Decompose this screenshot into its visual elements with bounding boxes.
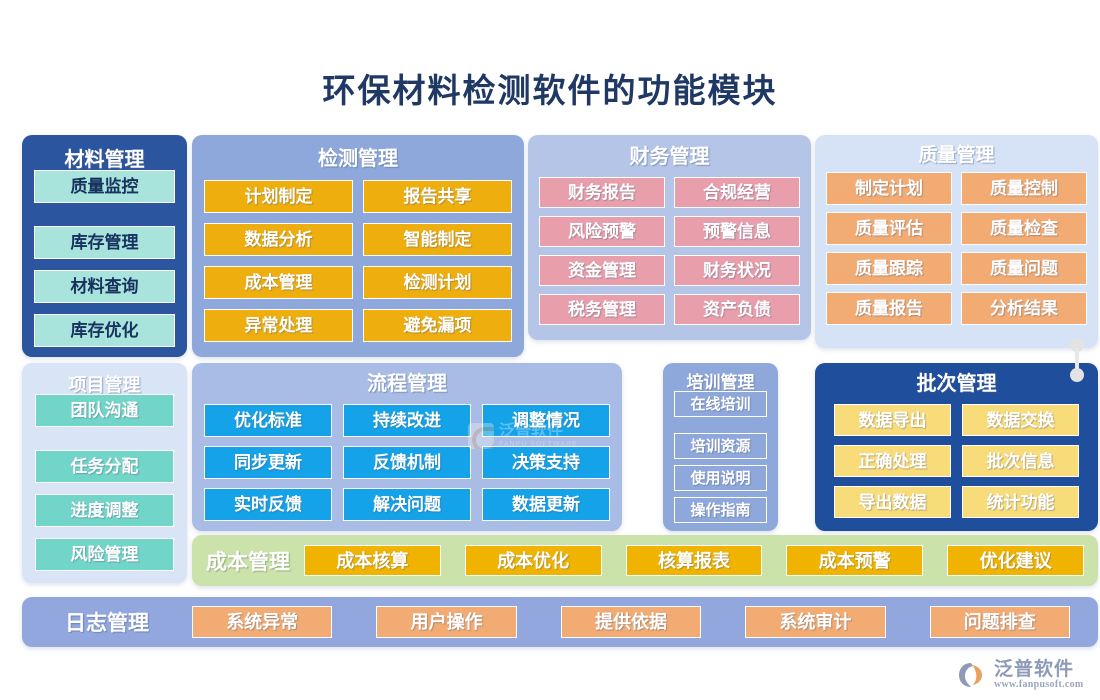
chip-finance-2[interactable]: 风险预警 xyxy=(539,216,665,247)
chip-process-5[interactable]: 决策支持 xyxy=(482,446,610,479)
chip-row-log: 系统异常 用户操作 提供依据 系统审计 问题排查 xyxy=(192,606,1098,638)
chip-batch-3[interactable]: 批次信息 xyxy=(962,445,1079,477)
panel-title-training-management: 培训管理 xyxy=(686,373,755,392)
chip-log-2[interactable]: 提供依据 xyxy=(560,606,702,638)
chip-process-1[interactable]: 持续改进 xyxy=(343,404,471,437)
chip-batch-1[interactable]: 数据交换 xyxy=(962,404,1079,436)
chip-process-6[interactable]: 实时反馈 xyxy=(204,488,332,521)
chip-material-0[interactable]: 库存管理 xyxy=(34,226,175,259)
brand-logo: 泛普软件 www.fanpusoft.com xyxy=(958,655,1098,695)
chip-grid-process: 优化标准 持续改进 调整情况 同步更新 反馈机制 决策支持 实时反馈 解决问题 … xyxy=(204,404,610,521)
chip-finance-3[interactable]: 预警信息 xyxy=(674,216,800,247)
chip-log-3[interactable]: 系统审计 xyxy=(745,606,886,638)
chip-inspection-7[interactable]: 避免漏项 xyxy=(363,309,512,342)
chip-training-3[interactable]: 在线培训 xyxy=(674,391,767,417)
chip-inspection-5[interactable]: 检测计划 xyxy=(363,266,512,299)
chip-material-3[interactable]: 质量监控 xyxy=(34,170,175,203)
connector-pin-stem xyxy=(1075,348,1079,374)
chip-process-3[interactable]: 同步更新 xyxy=(204,446,332,479)
chip-quality-7[interactable]: 分析结果 xyxy=(961,292,1087,325)
panel-training-management[interactable]: 培训管理 培训资源 使用说明 操作指南 在线培训 xyxy=(663,363,778,531)
page-title: 环保材料检测软件的功能模块 xyxy=(322,72,778,109)
chip-log-4[interactable]: 问题排查 xyxy=(929,606,1070,638)
chip-process-4[interactable]: 反馈机制 xyxy=(343,446,471,479)
chip-material-2[interactable]: 库存优化 xyxy=(34,314,175,347)
panel-material-management[interactable]: 材料管理 库存管理 材料查询 库存优化 质量监控 xyxy=(22,135,187,357)
brand-logo-name: 泛普软件 xyxy=(994,658,1075,680)
chip-grid-batch: 数据导出 数据交换 正确处理 批次信息 导出数据 统计功能 xyxy=(834,404,1079,518)
chip-log-0[interactable]: 系统异常 xyxy=(192,606,333,638)
chip-batch-0[interactable]: 数据导出 xyxy=(834,404,951,436)
chip-process-8[interactable]: 数据更新 xyxy=(482,488,610,521)
connector-pin-top-dot xyxy=(1070,338,1084,352)
chip-grid-inspection: 计划制定 报告共享 数据分析 智能制定 成本管理 检测计划 异常处理 避免漏项 xyxy=(204,180,512,342)
chip-finance-4[interactable]: 资金管理 xyxy=(539,255,665,286)
chip-project-0[interactable]: 任务分配 xyxy=(35,450,174,483)
chip-grid-quality: 制定计划 质量控制 质量评估 质量检查 质量跟踪 质量问题 质量报告 分析结果 xyxy=(826,172,1087,325)
chip-quality-4[interactable]: 质量跟踪 xyxy=(826,252,952,285)
chip-quality-3[interactable]: 质量检查 xyxy=(961,212,1087,245)
chip-inspection-6[interactable]: 异常处理 xyxy=(204,309,353,342)
chip-cost-2[interactable]: 核算报表 xyxy=(625,545,763,576)
panel-title-project-management: 项目管理 xyxy=(68,375,141,395)
panel-title-material-management: 材料管理 xyxy=(64,149,145,171)
chip-quality-5[interactable]: 质量问题 xyxy=(961,252,1087,285)
panel-inspection-management[interactable]: 检测管理 计划制定 报告共享 数据分析 智能制定 成本管理 检测计划 异常处理 … xyxy=(192,135,524,357)
chip-cost-0[interactable]: 成本核算 xyxy=(304,545,441,576)
panel-title-cost-management: 成本管理 xyxy=(206,550,290,574)
fanpu-swoosh-icon xyxy=(958,661,988,689)
chip-cost-4[interactable]: 优化建议 xyxy=(947,545,1084,576)
chip-cost-1[interactable]: 成本优化 xyxy=(464,545,602,576)
panel-process-management[interactable]: 流程管理 优化标准 持续改进 调整情况 同步更新 反馈机制 决策支持 实时反馈 … xyxy=(192,363,622,531)
chip-finance-6[interactable]: 税务管理 xyxy=(539,294,665,325)
chip-project-1[interactable]: 进度调整 xyxy=(35,494,174,527)
panel-log-management[interactable]: 日志管理 系统异常 用户操作 提供依据 系统审计 问题排查 xyxy=(22,597,1098,647)
chip-log-1[interactable]: 用户操作 xyxy=(376,606,517,638)
panel-quality-management[interactable]: 质量管理 制定计划 质量控制 质量评估 质量检查 质量跟踪 质量问题 质量报告 … xyxy=(815,135,1098,348)
chip-quality-0[interactable]: 制定计划 xyxy=(826,172,952,205)
connector-pin-icon xyxy=(1068,338,1086,382)
chip-batch-5[interactable]: 统计功能 xyxy=(962,486,1079,518)
connector-pin-bottom-dot xyxy=(1070,368,1084,382)
brand-logo-url: www.fanpusoft.com xyxy=(994,678,1084,690)
chip-inspection-2[interactable]: 数据分析 xyxy=(204,223,353,256)
chip-quality-1[interactable]: 质量控制 xyxy=(961,172,1087,205)
chip-finance-5[interactable]: 财务状况 xyxy=(674,255,800,286)
chip-inspection-0[interactable]: 计划制定 xyxy=(204,180,353,213)
panel-project-management[interactable]: 项目管理 任务分配 进度调整 风险管理 团队沟通 xyxy=(22,363,187,583)
panel-title-quality-management: 质量管理 xyxy=(918,145,995,166)
chip-grid-finance: 财务报告 合规经营 风险预警 预警信息 资金管理 财务状况 税务管理 资产负债 xyxy=(539,177,800,325)
chip-process-0[interactable]: 优化标准 xyxy=(204,404,332,437)
panel-title-process-management: 流程管理 xyxy=(367,373,447,395)
panel-finance-management[interactable]: 财务管理 财务报告 合规经营 风险预警 预警信息 资金管理 财务状况 税务管理 … xyxy=(528,135,811,340)
chip-process-2[interactable]: 调整情况 xyxy=(482,404,610,437)
panel-title-inspection-management: 检测管理 xyxy=(318,148,398,170)
chip-project-3[interactable]: 团队沟通 xyxy=(35,394,174,427)
chip-finance-0[interactable]: 财务报告 xyxy=(539,177,665,208)
chip-material-1[interactable]: 材料查询 xyxy=(34,270,175,303)
chip-quality-2[interactable]: 质量评估 xyxy=(826,212,952,245)
chip-batch-4[interactable]: 导出数据 xyxy=(834,486,951,518)
chip-training-0[interactable]: 培训资源 xyxy=(674,433,767,459)
chip-quality-6[interactable]: 质量报告 xyxy=(826,292,952,325)
panel-batch-management[interactable]: 批次管理 数据导出 数据交换 正确处理 批次信息 导出数据 统计功能 xyxy=(815,363,1098,531)
chip-finance-1[interactable]: 合规经营 xyxy=(674,177,800,208)
panel-title-finance-management: 财务管理 xyxy=(629,146,710,168)
chip-row-cost: 成本核算 成本优化 核算报表 成本预警 优化建议 xyxy=(304,545,1098,576)
chip-training-1[interactable]: 使用说明 xyxy=(674,465,767,491)
chip-project-2[interactable]: 风险管理 xyxy=(35,538,174,571)
chip-cost-3[interactable]: 成本预警 xyxy=(786,545,924,576)
chip-finance-7[interactable]: 资产负债 xyxy=(674,294,800,325)
panel-title-batch-management: 批次管理 xyxy=(916,373,997,395)
chip-process-7[interactable]: 解决问题 xyxy=(343,488,471,521)
chip-inspection-1[interactable]: 报告共享 xyxy=(363,180,512,213)
panel-title-log-management: 日志管理 xyxy=(65,612,149,635)
panel-cost-management[interactable]: 成本管理 成本核算 成本优化 核算报表 成本预警 优化建议 xyxy=(192,535,1098,586)
chip-batch-2[interactable]: 正确处理 xyxy=(834,445,951,477)
chip-inspection-3[interactable]: 智能制定 xyxy=(363,223,512,256)
chip-training-2[interactable]: 操作指南 xyxy=(674,497,767,523)
chip-inspection-4[interactable]: 成本管理 xyxy=(204,266,353,299)
